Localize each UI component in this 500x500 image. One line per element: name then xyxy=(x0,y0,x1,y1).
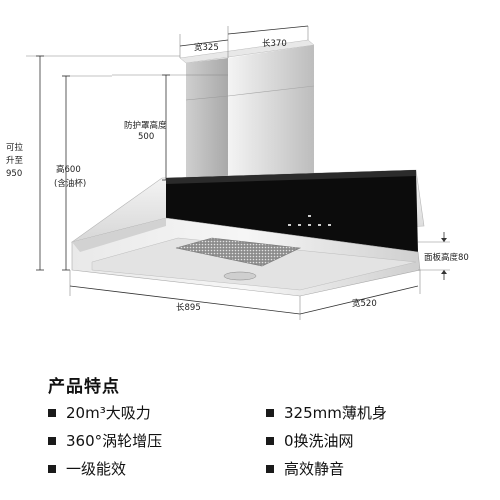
length-bottom-dimension: 长895 xyxy=(69,270,301,320)
height-note: (含油杯) xyxy=(54,178,86,189)
feature-label: 20m³大吸力 xyxy=(66,404,151,422)
square-bullet-icon xyxy=(48,464,56,473)
feature-item: 0换洗油网 xyxy=(266,430,354,451)
hood-body xyxy=(70,169,425,297)
lift-dimension: 可拉 升至 950 xyxy=(6,55,180,271)
shield-height-value: 500 xyxy=(138,132,154,142)
feature-list: 20m³大吸力 325mm薄机身 360°涡轮增压 0换洗油网 一级能效 高效静… xyxy=(48,402,468,492)
feature-label: 360°涡轮增压 xyxy=(66,432,163,450)
panel-height-dimension: 面板高度80 xyxy=(418,232,469,280)
square-bullet-icon xyxy=(266,436,274,445)
top-dimensions: 宽325 长370 xyxy=(179,25,309,58)
feature-item: 325mm薄机身 xyxy=(266,402,387,423)
width-top-label: 宽325 xyxy=(194,42,219,53)
feature-item: 20m³大吸力 xyxy=(48,402,151,423)
feature-item: 360°涡轮增压 xyxy=(48,430,162,451)
control-buttons xyxy=(288,215,331,226)
square-bullet-icon xyxy=(266,408,274,417)
height-label: 高600 xyxy=(56,164,81,175)
square-bullet-icon xyxy=(266,464,274,473)
shield-height-label: 防护罩高度 xyxy=(124,120,167,131)
panel-height-label: 面板高度80 xyxy=(424,252,469,263)
width-bottom-label: 宽520 xyxy=(352,298,377,309)
feature-item: 一级能效 xyxy=(48,458,126,479)
height-dimension: 高600 (含油杯) xyxy=(54,75,112,271)
length-top-label: 长370 xyxy=(262,38,287,49)
filter-mesh xyxy=(175,237,302,267)
feature-label: 一级能效 xyxy=(66,460,127,478)
features-title: 产品特点 xyxy=(48,377,120,397)
feature-label: 325mm薄机身 xyxy=(284,404,387,422)
width-bottom-dimension: 宽520 xyxy=(299,270,421,315)
lift-line1: 可拉 xyxy=(6,142,24,153)
shield-height-dimension: 防护罩高度 500 xyxy=(112,74,228,181)
glass-panel xyxy=(166,170,418,252)
length-bottom-label: 长895 xyxy=(176,302,201,313)
lift-value: 950 xyxy=(6,169,22,179)
lift-line2: 升至 xyxy=(6,155,24,166)
square-bullet-icon xyxy=(48,436,56,445)
oil-cup xyxy=(223,271,257,281)
feature-item: 高效静音 xyxy=(266,458,344,479)
feature-label: 0换洗油网 xyxy=(284,432,354,450)
chimney xyxy=(179,39,315,212)
range-hood-dimension-diagram: 宽325 长370 防护罩高度 500 可拉 升至 950 高600 (含油杯) xyxy=(6,25,469,320)
square-bullet-icon xyxy=(48,408,56,417)
feature-label: 高效静音 xyxy=(284,460,345,478)
